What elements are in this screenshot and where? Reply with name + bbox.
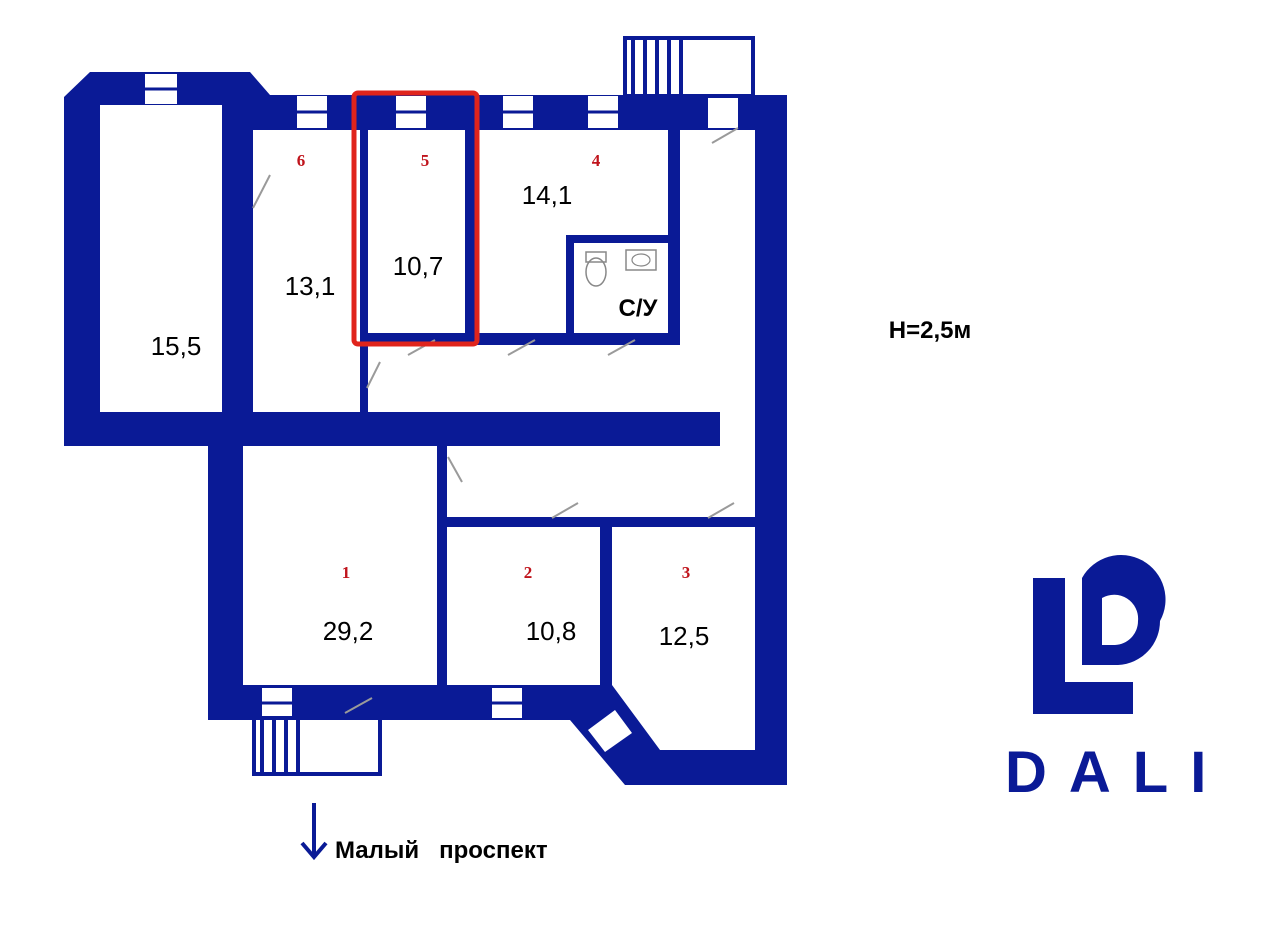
windows bbox=[145, 74, 738, 752]
toilet-tank-icon bbox=[585, 251, 607, 263]
walls bbox=[64, 72, 787, 785]
down-arrow-icon bbox=[300, 803, 328, 861]
logo-text: DALI bbox=[1005, 740, 1228, 805]
room-number-3: 3 bbox=[682, 563, 691, 582]
room-area-6: 13,1 bbox=[285, 271, 336, 301]
sink-icon bbox=[625, 249, 657, 271]
toilet-icon bbox=[585, 257, 607, 287]
room-number-2: 2 bbox=[524, 563, 533, 582]
room-area-4: 14,1 bbox=[522, 180, 573, 210]
stairs-top bbox=[623, 36, 755, 98]
room-number-1: 1 bbox=[342, 563, 351, 582]
room-area-5: 10,7 bbox=[393, 251, 444, 281]
stairs-bottom bbox=[252, 716, 382, 776]
bathroom-fixtures bbox=[585, 249, 657, 287]
ceiling-height-label: H=2,5м bbox=[889, 317, 971, 344]
room-number-5: 5 bbox=[421, 151, 430, 170]
dali-logo: DALI bbox=[1005, 554, 1228, 805]
room-area-1: 29,2 bbox=[323, 616, 374, 646]
room-area-3: 12,5 bbox=[659, 621, 710, 651]
highlight-room-5 bbox=[351, 90, 480, 347]
room-number-4: 4 bbox=[592, 151, 601, 170]
doors bbox=[252, 127, 739, 714]
street-label: Малый проспект bbox=[335, 837, 548, 864]
room-area-2: 10,8 bbox=[526, 616, 577, 646]
room-area-15-5: 15,5 bbox=[151, 331, 202, 361]
room-number-6: 6 bbox=[297, 151, 306, 170]
bathroom-label: С/У bbox=[619, 295, 659, 322]
